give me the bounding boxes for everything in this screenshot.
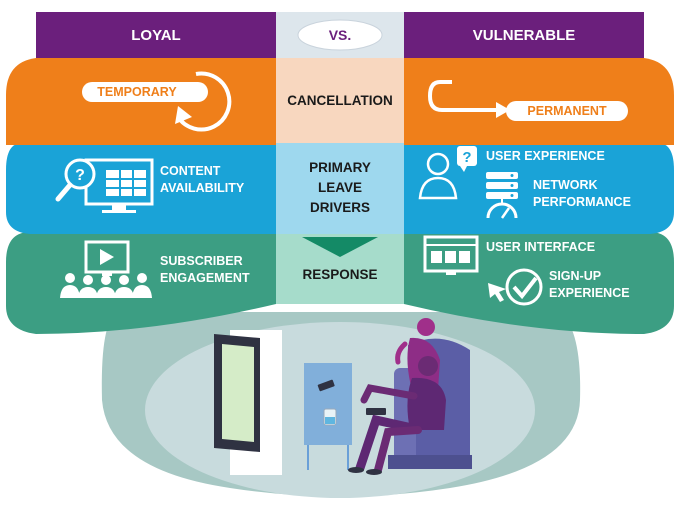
u-turn-arrow-icon xyxy=(427,80,510,118)
permanent-tag: PERMANENT xyxy=(527,104,607,118)
support-agent-icon: ? xyxy=(418,146,477,200)
ui-monitor-icon xyxy=(423,235,479,275)
primary-leave-drivers-label: PRIMARY LEAVE DRIVERS xyxy=(276,150,404,226)
network-performance-line1: NETWORK xyxy=(533,178,598,192)
cancellation-row-center xyxy=(276,58,404,143)
drivers-row-center xyxy=(276,143,404,234)
couch-scene-illustration xyxy=(214,318,472,475)
permanent-tag-shape xyxy=(506,101,628,121)
vulnerable-header: VULNERABLE xyxy=(472,26,576,44)
vs-label: VS. xyxy=(328,27,352,43)
temporary-tag: TEMPORARY xyxy=(97,85,177,99)
cursor-check-icon xyxy=(488,268,543,306)
header-left-band xyxy=(36,12,276,58)
sign-up-experience-line2: EXPERIENCE xyxy=(549,286,630,300)
video-audience-icon xyxy=(60,240,152,298)
subscriber-engagement-label: SUBSCRIBER ENGAGEMENT xyxy=(160,253,270,287)
svg-text:?: ? xyxy=(462,149,471,166)
cancellation-label: CANCELLATION xyxy=(287,92,393,108)
server-gauge-icon xyxy=(486,172,518,219)
loyal-header: LOYAL xyxy=(131,26,181,44)
content-availability-line2: AVAILABILITY xyxy=(160,181,245,195)
subscriber-engagement-line1: SUBSCRIBER xyxy=(160,254,243,268)
subscriber-engagement-line2: ENGAGEMENT xyxy=(160,271,250,285)
response-label: RESPONSE xyxy=(302,267,378,282)
temporary-tag-shape xyxy=(82,82,208,102)
vs-pill xyxy=(297,19,383,51)
refresh-arrow-icon xyxy=(175,71,232,132)
response-triangle-icon xyxy=(302,237,378,257)
network-performance-line2: PERFORMANCE xyxy=(533,195,631,209)
network-performance-label: NETWORK PERFORMANCE xyxy=(533,177,653,211)
user-interface-label: USER INTERFACE xyxy=(486,240,596,254)
header-right-band xyxy=(404,12,644,58)
sign-up-experience-line1: SIGN-UP xyxy=(549,269,602,283)
content-availability-line1: CONTENT xyxy=(160,164,221,178)
response-row-right xyxy=(404,232,674,334)
svg-text:?: ? xyxy=(75,167,85,184)
content-availability-label: CONTENT AVAILABILITY xyxy=(160,163,270,197)
sign-up-experience-label: SIGN-UP EXPERIENCE xyxy=(549,268,659,302)
drivers-center-line3: DRIVERS xyxy=(309,200,370,215)
drivers-center-line2: LEAVE xyxy=(317,180,362,195)
drivers-center-line1: PRIMARY xyxy=(309,160,371,175)
response-row-left xyxy=(6,232,276,334)
user-experience-label: USER EXPERIENCE xyxy=(486,149,605,163)
search-monitor-icon: ? xyxy=(55,158,154,213)
